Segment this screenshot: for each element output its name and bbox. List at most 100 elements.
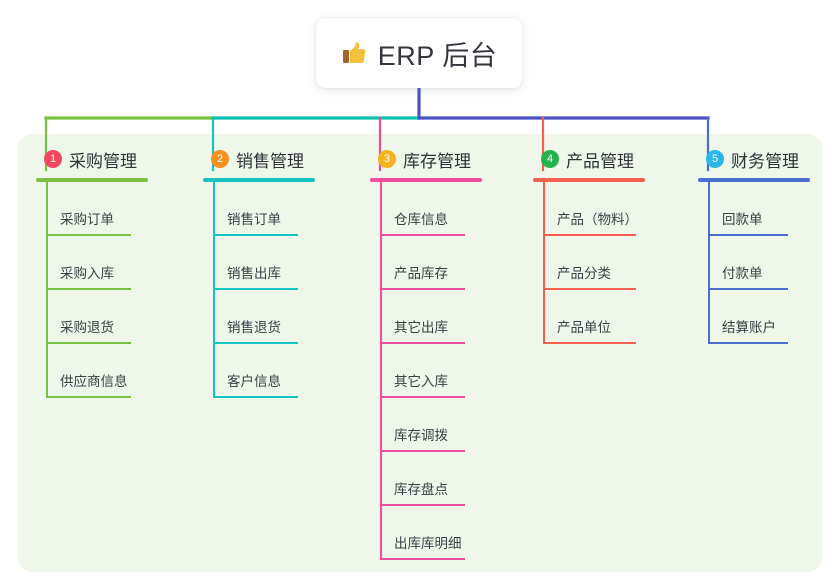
branch-header-1[interactable]: 1 采购管理 (36, 146, 148, 172)
branch-item-label: 采购订单 (60, 212, 114, 227)
branch-item[interactable]: 客户信息 (203, 344, 315, 398)
branch-number-badge: 1 (44, 150, 62, 168)
branch-item-label: 回款单 (722, 212, 763, 227)
branch-item-label: 供应商信息 (60, 374, 128, 389)
branch-item-list: 采购订单采购入库采购退货供应商信息 (36, 182, 148, 398)
branch-item-underline (213, 342, 298, 344)
branch-item-underline (46, 342, 131, 344)
branch-item[interactable]: 产品分类 (533, 236, 645, 290)
branch-underline (36, 178, 148, 182)
branch-underline (533, 178, 645, 182)
branch-item-label: 销售出库 (227, 266, 281, 281)
thumbs-up-icon (341, 40, 367, 66)
branch-vertical-stem (543, 182, 545, 344)
branch-item-underline (380, 450, 465, 452)
branch-item-label: 仓库信息 (394, 212, 448, 227)
branch-item-underline (380, 558, 465, 560)
root-node-card[interactable]: ERP 后台 (316, 18, 522, 88)
branch-item-label: 库存调拨 (394, 428, 448, 443)
branch-item-underline (213, 288, 298, 290)
diagram-background-panel (18, 134, 822, 572)
branch-item-list: 回款单付款单结算账户 (698, 182, 810, 344)
branch-vertical-stem (213, 182, 215, 398)
branch-item-underline (380, 396, 465, 398)
branch-number-badge: 3 (378, 150, 396, 168)
branch-item-list: 产品（物料） 产品分类产品单位 (533, 182, 645, 344)
branch-header-5[interactable]: 5 财务管理 (698, 146, 810, 172)
branch-vertical-stem (46, 182, 48, 398)
branch-title: 财务管理 (731, 151, 799, 171)
branch-item-label: 产品分类 (557, 266, 611, 281)
branch-item-underline (213, 234, 298, 236)
branch-item[interactable]: 其它出库 (370, 290, 482, 344)
branch-vertical-stem (708, 182, 710, 344)
branch-item-underline (708, 342, 788, 344)
branch-underline (698, 178, 810, 182)
branch-item-underline (46, 234, 131, 236)
branch-title: 采购管理 (69, 151, 137, 171)
branch-item-underline (708, 288, 788, 290)
branch-item-underline (380, 234, 465, 236)
branch-item-underline (46, 288, 131, 290)
branch-column-2: 2 销售管理销售订单销售出库销售退货客户信息 (203, 146, 315, 398)
branch-item-underline (380, 504, 465, 506)
branch-item-underline (543, 342, 636, 344)
branch-number-badge: 5 (706, 150, 724, 168)
branch-item-label: 付款单 (722, 266, 763, 281)
branch-column-4: 4 产品管理产品（物料） 产品分类产品单位 (533, 146, 645, 344)
branch-column-5: 5 财务管理回款单付款单结算账户 (698, 146, 810, 344)
branch-title: 销售管理 (236, 151, 304, 171)
branch-item[interactable]: 付款单 (698, 236, 810, 290)
branch-item-label: 库存盘点 (394, 482, 448, 497)
branch-item-list: 仓库信息产品库存其它出库其它入库库存调拨库存盘点出库库明细 (370, 182, 482, 560)
branch-vertical-stem (380, 182, 382, 560)
branch-header-2[interactable]: 2 销售管理 (203, 146, 315, 172)
branch-item-underline (380, 342, 465, 344)
branch-item[interactable]: 采购订单 (36, 182, 148, 236)
branch-title: 产品管理 (566, 151, 634, 171)
branch-item[interactable]: 库存盘点 (370, 452, 482, 506)
root-node-title: ERP 后台 (377, 40, 498, 71)
branch-item-label: 产品库存 (394, 266, 448, 281)
branch-item-label: 销售订单 (227, 212, 281, 227)
branch-item-underline (46, 396, 131, 398)
branch-number-badge: 2 (211, 150, 229, 168)
branch-item[interactable]: 库存调拨 (370, 398, 482, 452)
branch-item-label: 结算账户 (722, 320, 776, 335)
branch-underline (370, 178, 482, 182)
branch-item-label: 销售退货 (227, 320, 281, 335)
branch-item[interactable]: 产品（物料） (533, 182, 645, 236)
branch-number-badge: 4 (541, 150, 559, 168)
branch-item[interactable]: 结算账户 (698, 290, 810, 344)
branch-item-label: 其它出库 (394, 320, 448, 335)
branch-item[interactable]: 出库库明细 (370, 506, 482, 560)
branch-item-list: 销售订单销售出库销售退货客户信息 (203, 182, 315, 398)
branch-item[interactable]: 采购入库 (36, 236, 148, 290)
branch-column-1: 1 采购管理采购订单采购入库采购退货供应商信息 (36, 146, 148, 398)
branch-header-4[interactable]: 4 产品管理 (533, 146, 645, 172)
branch-item-label: 采购入库 (60, 266, 114, 281)
branch-item-underline (380, 288, 465, 290)
branch-item-underline (213, 396, 298, 398)
branch-item-label: 采购退货 (60, 320, 114, 335)
branch-item[interactable]: 产品库存 (370, 236, 482, 290)
branch-item-underline (543, 234, 636, 236)
branch-item-label: 出库库明细 (394, 536, 462, 551)
branch-item[interactable]: 产品单位 (533, 290, 645, 344)
branch-item[interactable]: 仓库信息 (370, 182, 482, 236)
branch-item-label: 其它入库 (394, 374, 448, 389)
branch-item-label: 客户信息 (227, 374, 281, 389)
branch-item[interactable]: 销售退货 (203, 290, 315, 344)
branch-item[interactable]: 供应商信息 (36, 344, 148, 398)
branch-item[interactable]: 其它入库 (370, 344, 482, 398)
branch-item-underline (543, 288, 636, 290)
branch-item[interactable]: 销售出库 (203, 236, 315, 290)
branch-item[interactable]: 销售订单 (203, 182, 315, 236)
branch-item[interactable]: 采购退货 (36, 290, 148, 344)
branch-item-underline (708, 234, 788, 236)
branch-item[interactable]: 回款单 (698, 182, 810, 236)
